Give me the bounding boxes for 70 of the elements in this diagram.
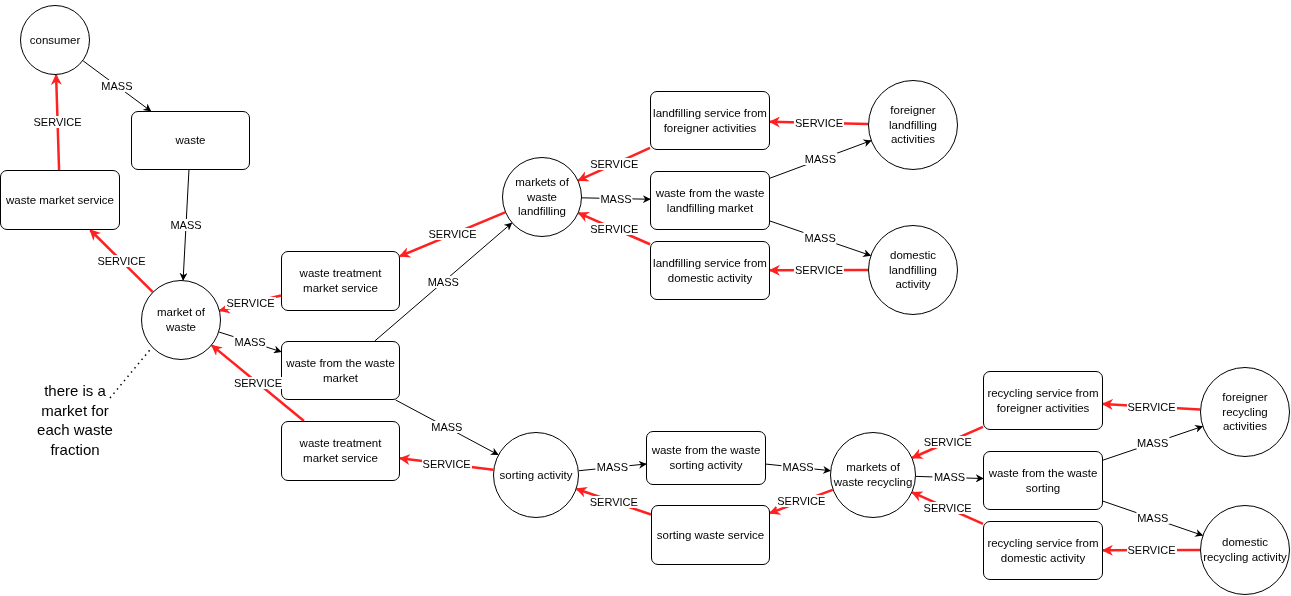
process-box [281,341,400,400]
edge-label: SERVICE [225,297,276,309]
node-label: domestic recycling activity [1202,535,1288,565]
edge-label: SERVICE [96,254,147,267]
edge-label: SERVICE [32,116,83,129]
edge-label: SERVICE [1126,544,1177,557]
process-box [650,241,770,300]
node-label: market of waste [156,305,206,335]
arrow [374,222,513,342]
node-label: recycling service from domestic activity [986,535,1100,566]
edge-label: MASS [803,232,837,245]
edge-label: MASS [430,421,464,434]
node-label: waste from the waste landfilling market [654,185,766,216]
process-box [281,421,400,481]
edge-label: MASS [932,471,967,484]
edge-label: MASS [1136,512,1170,525]
edge-label: MASS [100,79,134,92]
circle-node [141,280,221,360]
edge-label: SERVICE [793,116,845,129]
process-box [650,171,770,230]
node-label: foreigner landfilling activities [888,102,938,148]
edge-label: SERVICE [589,158,640,171]
edge-label: MASS [803,153,837,166]
edge-label: MASS [599,192,633,205]
process-box [646,431,766,485]
node-label: waste from the waste sorting [987,465,1099,496]
edge-label: MASS [595,461,629,474]
node-label: recycling service from foreigner activities [986,385,1100,416]
edge-label: MASS [1136,437,1170,450]
node-label: waste [174,133,207,148]
edge-label: SERVICE [922,502,973,515]
edge-label: SERVICE [589,222,640,235]
node-label: waste market service [5,192,115,208]
edge-label: SERVICE [793,264,845,277]
node-label: sorting activity [498,467,574,483]
node-label: waste from the waste market [285,355,396,386]
node-label: markets of waste recycling [832,460,914,490]
node-label: landfilling service from domestic activity [652,255,768,286]
node-label: sorting waste service [655,527,766,543]
process-box [650,91,770,150]
arrow [179,169,190,281]
edge-label: SERVICE [776,495,827,508]
process-box [281,251,400,311]
node-label: markets of waste landfilling [514,174,570,220]
node-label: waste from the waste sorting activity [650,443,762,473]
node-label: waste treatment market service [298,436,383,466]
edge-label: MASS [233,335,267,348]
process-box [651,505,770,565]
edge-label: MASS [781,461,815,474]
edge-label: MASS [426,276,460,289]
edge-label: MASS [169,219,203,231]
node-label: consumer [28,32,82,48]
node-label: waste treatment market service [298,266,383,296]
process-box [983,451,1103,510]
edge-label: SERVICE [421,458,472,471]
process-box [131,111,250,170]
node-label: landfilling service from foreigner activities [652,105,768,136]
edge-label: SERVICE [232,377,283,390]
edge-label: SERVICE [922,436,973,449]
node-label: foreigner recycling activities [1221,389,1269,435]
arrow [89,229,154,293]
process-box [983,521,1103,580]
annotation-text: there is a market for each waste fraction [36,381,114,459]
edge-label: SERVICE [1126,400,1177,413]
edge-label: SERVICE [427,228,478,241]
process-box [983,371,1103,430]
arrow [50,73,62,171]
node-label: domestic landfilling activity [888,247,938,293]
edge-label: SERVICE [588,495,639,508]
process-box [0,170,120,230]
